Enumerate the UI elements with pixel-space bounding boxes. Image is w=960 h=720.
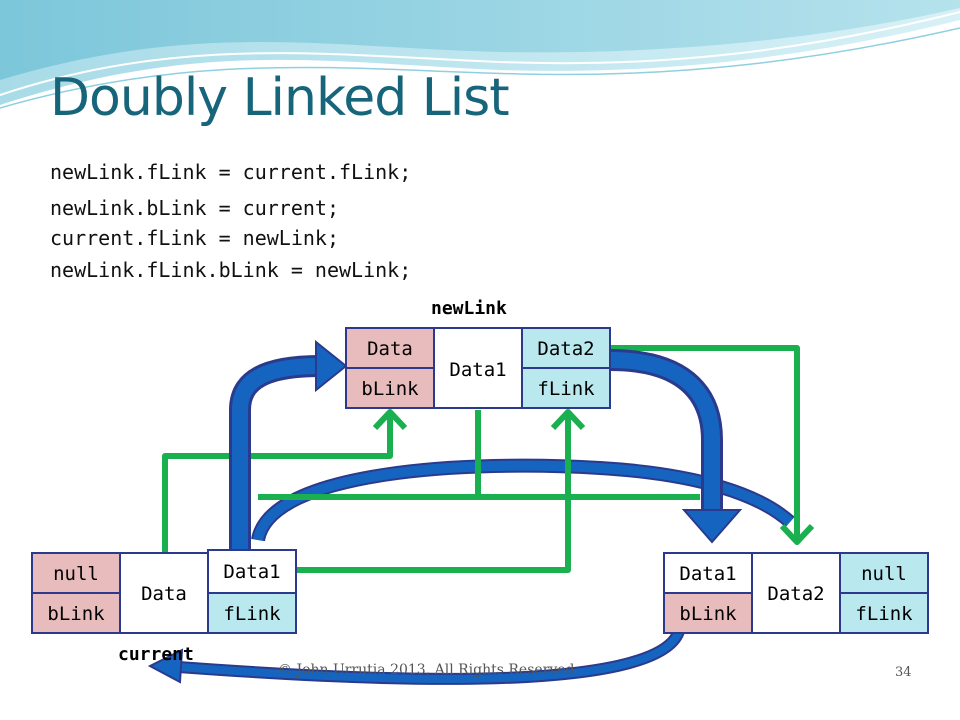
blue-current-to-newlink-arrowhead	[315, 339, 348, 393]
blue-back-arc-fill	[164, 619, 685, 683]
newlink-data-label: Data	[367, 338, 413, 360]
newlink-flink-label: fLink	[537, 378, 595, 400]
current-center-label: Data	[141, 583, 187, 605]
current-data1-label: Data1	[223, 561, 280, 583]
node-next: Data1 bLink Data2 null fLink	[663, 552, 929, 634]
code-line-1: newLink.fLink = current.fLink;	[50, 160, 412, 184]
next-data1-label: Data1	[679, 563, 736, 585]
code-line-3: current.fLink = newLink;	[50, 226, 339, 250]
green-current-flink-to-newlink	[297, 414, 571, 573]
next-center-label: Data2	[767, 583, 824, 605]
page-number: 34	[895, 665, 912, 680]
green-connectors	[162, 345, 815, 573]
code-line-4: newLink.fLink.bLink = newLink;	[50, 258, 412, 282]
newlink-data2-label: Data2	[537, 338, 594, 360]
next-null-label: null	[861, 563, 907, 585]
next-flink-label: fLink	[855, 603, 913, 625]
newlink-blink-label: bLink	[361, 378, 419, 400]
current-blink-label: bLink	[47, 603, 105, 625]
blue-back-arrowhead	[147, 648, 184, 684]
slide-title: Doubly Linked List	[50, 68, 510, 128]
blue-newlink-to-next-arrowhead	[681, 509, 743, 544]
green-next-top	[610, 345, 800, 540]
newlink-label: newLink	[431, 298, 507, 319]
current-flink-label: fLink	[223, 603, 281, 625]
code-line-2: newLink.bLink = current;	[50, 196, 339, 220]
node-newlink: Data bLink Data1 Data2 fLink	[345, 327, 611, 409]
next-blink-label: bLink	[679, 603, 737, 625]
current-null-label: null	[53, 563, 99, 585]
copyright-footer: © John Urrutia 2013, All Rights Reserved	[278, 662, 575, 678]
newlink-center-label: Data1	[449, 359, 506, 381]
node-current: null bLink Data Data1 fLink	[31, 549, 297, 634]
current-label: current	[118, 644, 194, 665]
green-current-to-newlink-blink	[162, 414, 393, 553]
